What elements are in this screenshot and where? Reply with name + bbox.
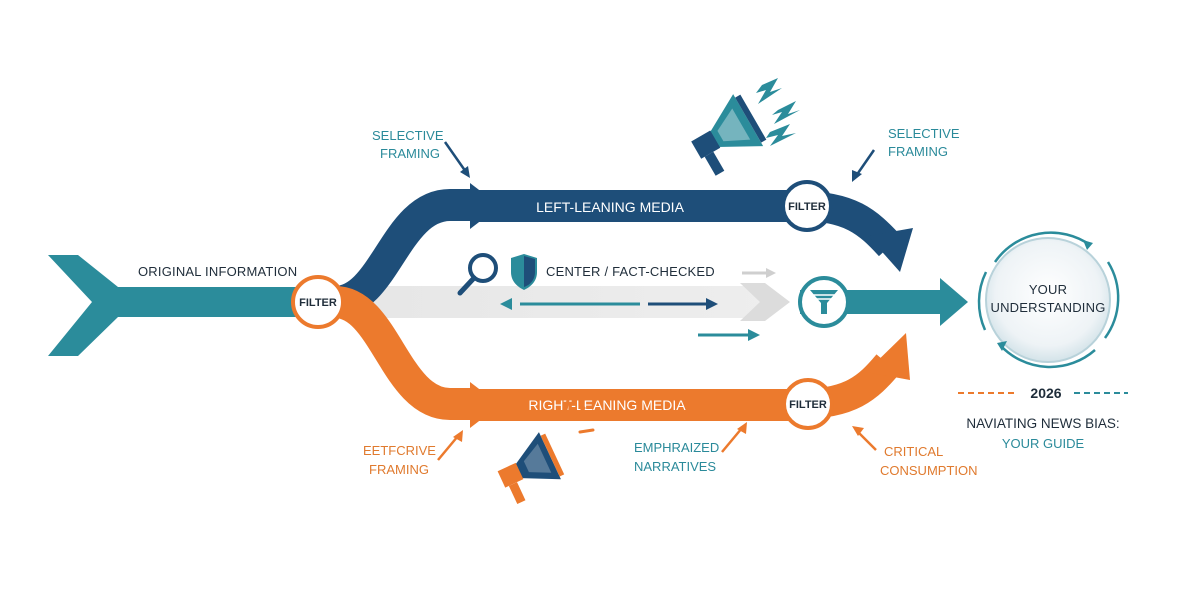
megaphone-icon bbox=[497, 432, 565, 505]
origin-arrow bbox=[48, 255, 300, 356]
guide-block: 2026 NAVIATING NEWS BIAS: YOUR GUIDE bbox=[958, 385, 1128, 451]
annot-arrow bbox=[852, 426, 877, 451]
mid-annot-line1: EMPHRAIZED bbox=[634, 440, 719, 455]
critical-annot-line1: CRITICAL bbox=[884, 444, 943, 459]
original-information-label: ORIGINAL INFORMATION bbox=[138, 264, 297, 279]
origin-filter-label: FILTER bbox=[299, 297, 337, 309]
left-filter-node: FILTER bbox=[781, 180, 833, 232]
center-flow-arrows bbox=[500, 268, 776, 341]
center-channel bbox=[340, 283, 790, 321]
your-label: YOUR bbox=[1029, 282, 1067, 297]
your-understanding-node: YOUR UNDERSTANDING bbox=[977, 231, 1120, 369]
guide-subtitle: YOUR GUIDE bbox=[1002, 436, 1085, 451]
right-annot-line1: SELECTIVE bbox=[888, 126, 960, 141]
left-annot-line2: FRAMING bbox=[380, 146, 440, 161]
understanding-label: UNDERSTANDING bbox=[990, 300, 1105, 315]
left-media-label: LEFT-LEANING MEDIA bbox=[536, 199, 684, 215]
right-filter-node: FILTER bbox=[782, 378, 834, 430]
lightning-icon bbox=[756, 78, 800, 146]
left-filter-label: FILTER bbox=[788, 201, 826, 213]
left-annot-line1: SELECTIVE bbox=[372, 128, 444, 143]
guide-year: 2026 bbox=[1030, 385, 1061, 401]
right-branch bbox=[332, 286, 910, 428]
annot-arrow bbox=[852, 149, 876, 182]
annot-arrow bbox=[437, 430, 463, 461]
magnifier-icon bbox=[457, 253, 498, 296]
shield-icon bbox=[511, 254, 537, 290]
annot-arrow bbox=[721, 422, 747, 453]
burst-icon bbox=[564, 398, 595, 434]
funnel-node bbox=[798, 276, 850, 328]
annot-arrow bbox=[443, 141, 470, 178]
guide-title: NAVIATING NEWS BIAS: bbox=[966, 416, 1119, 431]
right-media-label: RIGHT-LEANING MEDIA bbox=[528, 397, 686, 413]
origin-filter-node: FILTER bbox=[291, 275, 345, 329]
mid-annot-line2: NARRATIVES bbox=[634, 459, 716, 474]
bottom-left-annot-line1: EETFCRIVE bbox=[363, 443, 436, 458]
critical-annot-line2: CONSUMPTION bbox=[880, 463, 978, 478]
right-filter-label: FILTER bbox=[789, 399, 827, 411]
megaphone-icon bbox=[691, 94, 767, 176]
right-annot-line2: FRAMING bbox=[888, 144, 948, 159]
funnel-icon bbox=[810, 290, 838, 314]
center-label: CENTER / FACT-CHECKED bbox=[546, 264, 715, 279]
bottom-left-annot-line2: FRAMING bbox=[369, 462, 429, 477]
